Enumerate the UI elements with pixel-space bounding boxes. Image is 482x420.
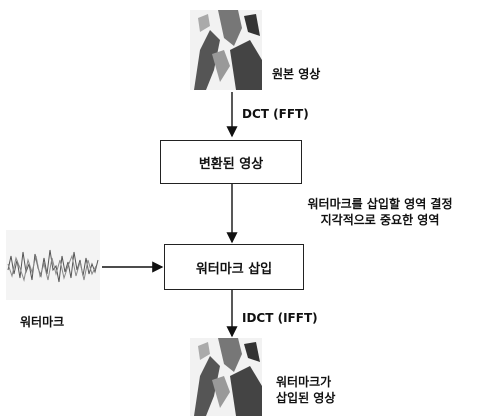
- watermark-label: 워터마크: [20, 315, 65, 329]
- dct-step-label: DCT (FFT): [242, 107, 309, 121]
- lena-grayscale-image: [190, 338, 262, 416]
- original-image-label: 원본 영상: [272, 67, 321, 81]
- noise-signal-image: [6, 230, 100, 300]
- result-image-label-line2: 삽입된 영상: [276, 391, 336, 405]
- watermark-image: [6, 230, 100, 300]
- region-note-line2: 지각적으로 중요한 영역: [320, 213, 440, 227]
- result-image-label-line1: 워터마크가: [276, 375, 332, 389]
- result-image-label: 워터마크가 삽입된 영상: [276, 374, 335, 406]
- transformed-image-box: 변환된 영상: [160, 140, 302, 184]
- region-note-line1: 워터마크를 삽입할 영역 결정: [307, 197, 453, 211]
- idct-step-label: IDCT (IFFT): [242, 311, 318, 325]
- watermark-insert-box: 워터마크 삽입: [164, 244, 304, 290]
- result-image: [190, 338, 262, 416]
- original-image: [190, 10, 262, 90]
- lena-grayscale-image: [190, 10, 262, 90]
- transformed-image-label: 변환된 영상: [198, 156, 264, 172]
- region-note: 워터마크를 삽입할 영역 결정 지각적으로 중요한 영역: [280, 196, 480, 228]
- watermark-insert-label: 워터마크 삽입: [195, 261, 273, 277]
